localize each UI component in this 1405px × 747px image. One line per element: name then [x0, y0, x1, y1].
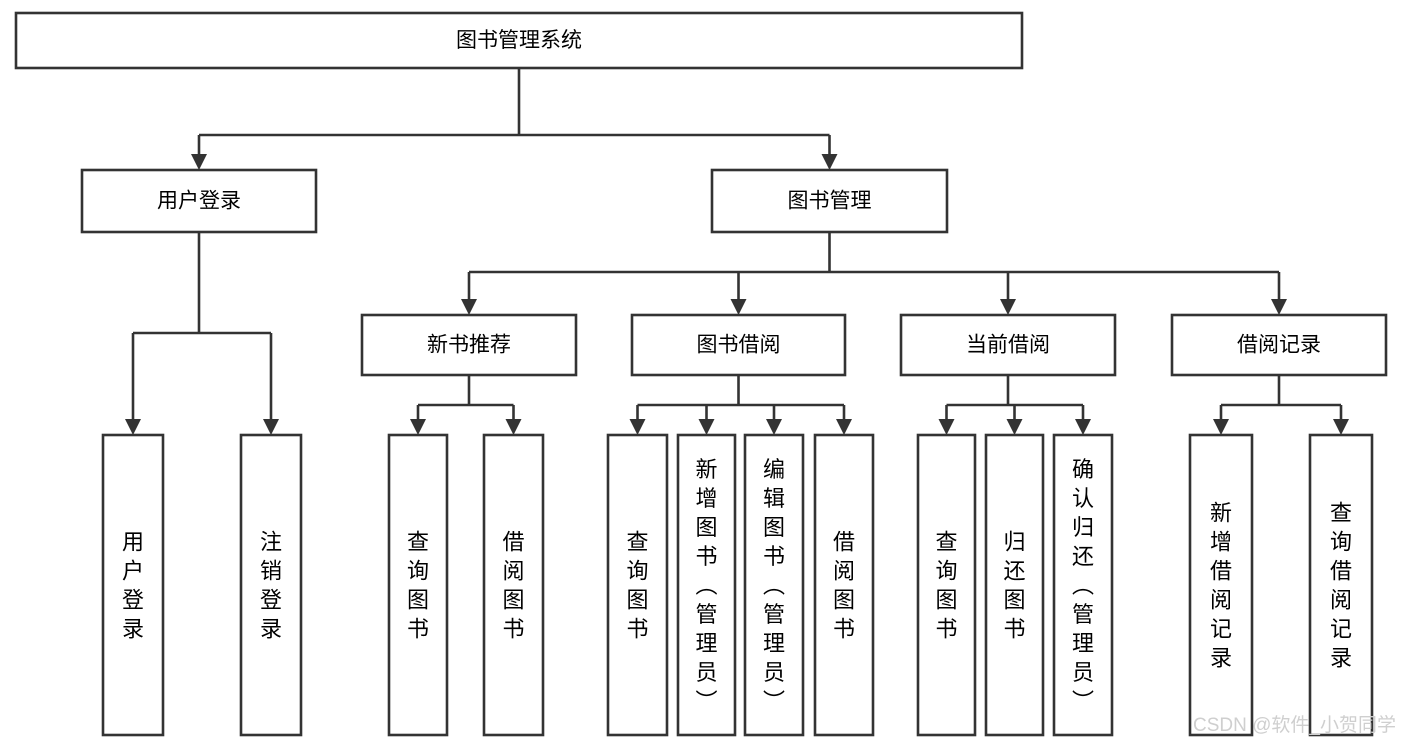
level3-node-3[interactable]: 当前借阅	[899, 313, 1117, 377]
leaf-node-label: 编辑图书︵管理员︶	[763, 457, 785, 714]
arrow-head-icon	[1075, 419, 1091, 435]
arrow-head-icon	[1333, 419, 1349, 435]
root-node-1[interactable]: 图书管理系统	[14, 11, 1024, 70]
level3-node-2[interactable]: 图书借阅	[630, 313, 847, 377]
level2-node-label: 图书管理	[788, 190, 872, 213]
leaf-node-box[interactable]	[984, 433, 1045, 737]
leaf-node-label: 查询图书	[407, 530, 429, 642]
leaf-node-box[interactable]	[1188, 433, 1254, 737]
leaf-node-box[interactable]	[101, 433, 165, 737]
level2-node-box[interactable]	[710, 168, 949, 234]
level3-node-label: 借阅记录	[1237, 334, 1321, 357]
leaf-node-box[interactable]	[676, 433, 737, 737]
leaf-node-7[interactable]: 编辑图书︵管理员︶	[743, 433, 805, 737]
leaf-node-box[interactable]	[743, 433, 805, 737]
arrow-head-icon	[766, 419, 782, 435]
node-layer: 图书管理系统用户登录图书管理新书推荐图书借阅当前借阅借阅记录用户登录注销登录查询…	[14, 11, 1388, 737]
arrow-head-icon	[938, 419, 955, 435]
level3-node-label: 新书推荐	[427, 334, 511, 357]
level2-node-label: 用户登录	[157, 190, 241, 213]
leaf-node-box[interactable]	[1052, 433, 1114, 737]
leaf-node-11[interactable]: 确认归还︵管理员︶	[1052, 433, 1114, 737]
connector-layer	[125, 68, 1349, 435]
leaf-node-9[interactable]: 查询图书	[916, 433, 977, 737]
level3-node-box[interactable]	[630, 313, 847, 377]
level3-node-1[interactable]: 新书推荐	[360, 313, 578, 377]
arrow-head-icon	[1213, 419, 1229, 435]
leaf-node-12[interactable]: 新增借阅记录	[1188, 433, 1254, 737]
leaf-node-label: 注销登录	[260, 530, 282, 642]
leaf-node-box[interactable]	[239, 433, 303, 737]
level3-node-4[interactable]: 借阅记录	[1170, 313, 1388, 377]
leaf-node-13[interactable]: 查询借阅记录	[1308, 433, 1374, 737]
leaf-node-box[interactable]	[813, 433, 875, 737]
arrow-head-icon	[461, 299, 477, 315]
level2-node-2[interactable]: 图书管理	[710, 168, 949, 234]
level3-node-label: 当前借阅	[966, 334, 1050, 357]
leaf-node-3[interactable]: 查询图书	[387, 433, 449, 737]
leaf-node-box[interactable]	[387, 433, 449, 737]
level3-node-box[interactable]	[1170, 313, 1388, 377]
level2-node-1[interactable]: 用户登录	[80, 168, 318, 234]
arrow-head-icon	[505, 419, 522, 435]
level3-node-label: 图书借阅	[697, 334, 781, 357]
leaf-node-label: 借阅图书	[502, 530, 524, 642]
leaf-node-label: 新增借阅记录	[1210, 501, 1232, 671]
leaf-node-8[interactable]: 借阅图书	[813, 433, 875, 737]
arrow-head-icon	[629, 419, 646, 435]
leaf-node-box[interactable]	[482, 433, 545, 737]
arrow-head-icon	[191, 154, 207, 170]
leaf-node-label: 查询图书	[935, 530, 957, 642]
leaf-node-label: 确认归还︵管理员︶	[1072, 457, 1094, 714]
arrow-head-icon	[1000, 299, 1016, 315]
arrow-head-icon	[730, 299, 747, 315]
leaf-node-label: 查询图书	[626, 530, 648, 642]
arrow-head-icon	[263, 419, 279, 435]
arrow-head-icon	[1006, 419, 1023, 435]
leaf-node-4[interactable]: 借阅图书	[482, 433, 545, 737]
leaf-node-6[interactable]: 新增图书︵管理员︶	[676, 433, 737, 737]
leaf-node-label: 用户登录	[122, 530, 144, 642]
leaf-node-5[interactable]: 查询图书	[606, 433, 669, 737]
arrow-head-icon	[836, 419, 852, 435]
leaf-node-label: 查询借阅记录	[1330, 501, 1352, 671]
leaf-node-box[interactable]	[606, 433, 669, 737]
level3-node-box[interactable]	[899, 313, 1117, 377]
leaf-node-label: 新增图书︵管理员︶	[695, 457, 717, 714]
level3-node-box[interactable]	[360, 313, 578, 377]
root-node-label: 图书管理系统	[456, 29, 582, 52]
leaf-node-box[interactable]	[1308, 433, 1374, 737]
arrow-head-icon	[125, 419, 141, 435]
arrow-head-icon	[698, 419, 715, 435]
csdn-watermark: CSDN @软件_小贺同学	[1193, 714, 1396, 736]
arrow-head-icon	[410, 419, 426, 435]
leaf-node-label: 归还图书	[1003, 530, 1025, 642]
leaf-node-label: 借阅图书	[833, 530, 855, 642]
level2-node-box[interactable]	[80, 168, 318, 234]
arrow-head-icon	[821, 154, 838, 170]
leaf-node-box[interactable]	[916, 433, 977, 737]
leaf-node-1[interactable]: 用户登录	[101, 433, 165, 737]
root-node-box[interactable]	[14, 11, 1024, 70]
leaf-node-2[interactable]: 注销登录	[239, 433, 303, 737]
leaf-node-10[interactable]: 归还图书	[984, 433, 1045, 737]
arrow-head-icon	[1271, 299, 1287, 315]
